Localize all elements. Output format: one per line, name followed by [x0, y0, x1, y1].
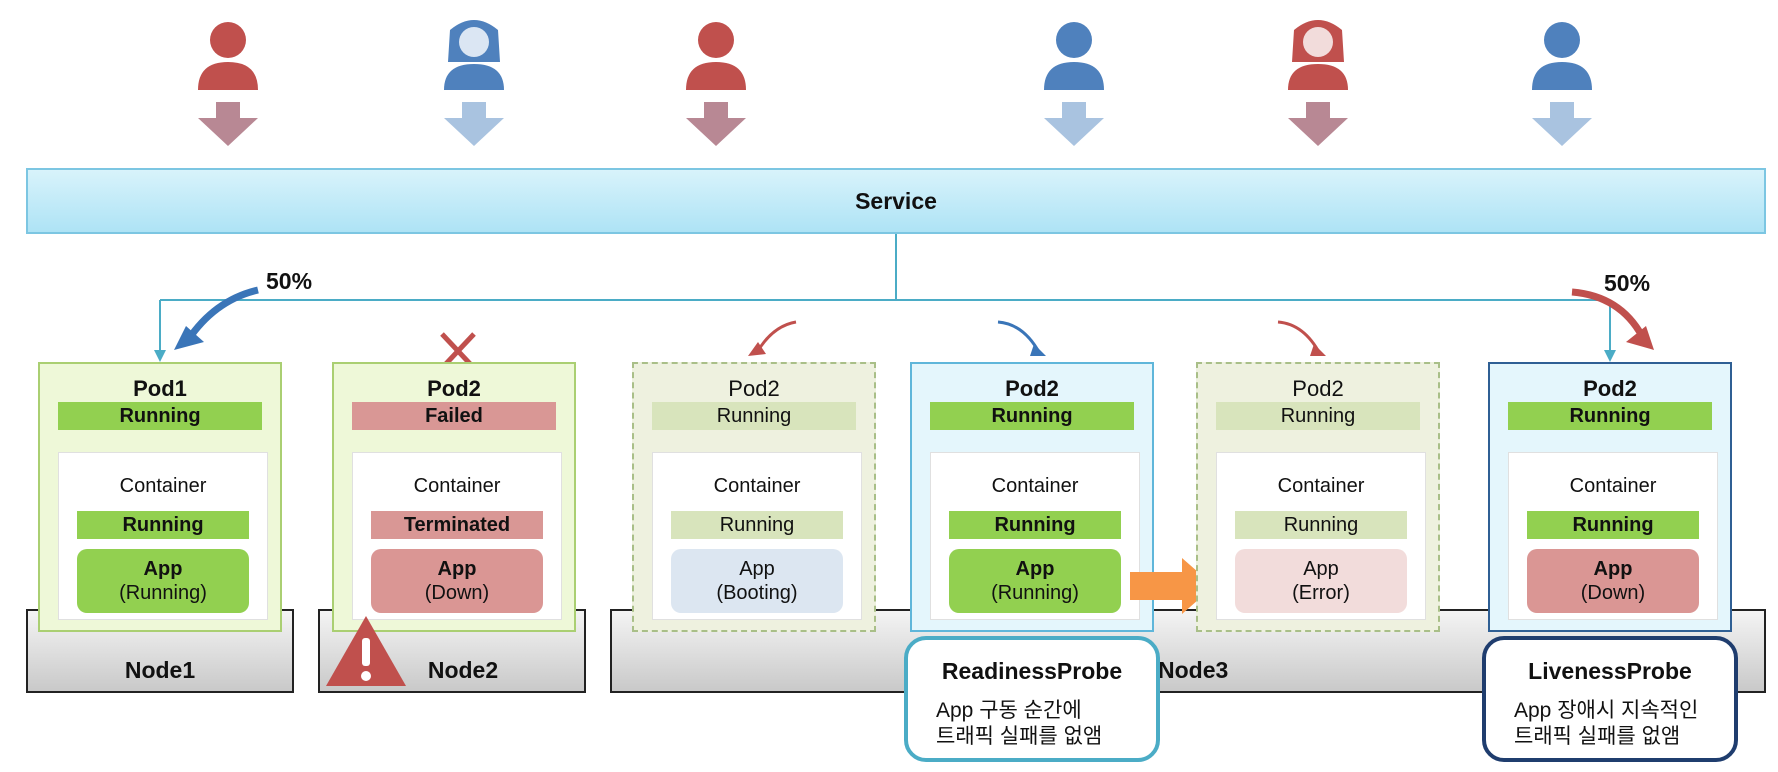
- readiness-line2: 트래픽 실패를 없앰: [936, 725, 1103, 748]
- down-arrow-icon: [198, 102, 258, 146]
- app-state: (Running): [991, 582, 1079, 604]
- pod2-ready-card: Pod2 Running Container Running App (Runn…: [910, 362, 1154, 632]
- container-box: Container Running App (Down): [1508, 452, 1718, 620]
- pod-status: Running: [930, 402, 1134, 430]
- container-label: Container: [713, 475, 801, 497]
- node3-label: Node3: [1158, 656, 1229, 683]
- pod-title: Pod2: [1583, 376, 1637, 401]
- pod-title: Pod2: [427, 376, 481, 401]
- pod2-live-card: Pod2 Running Container Running App (Down…: [1488, 362, 1732, 632]
- user-icon: [686, 22, 746, 90]
- readiness-probe-callout: ReadinessProbe App 구동 순간에 트래픽 실패를 없앰: [904, 636, 1160, 762]
- app-state: (Error): [1292, 582, 1350, 604]
- down-arrow-icon: [1532, 102, 1592, 146]
- container-box: Container Running App (Running): [58, 452, 268, 620]
- app-label: App: [739, 558, 775, 580]
- pod-title: Pod2: [728, 376, 780, 401]
- user-icon: [1044, 22, 1104, 90]
- pod-status: Running: [1508, 402, 1712, 430]
- container-status: Running: [671, 511, 843, 539]
- down-arrow-icon: [1288, 102, 1348, 146]
- app-label: App: [1015, 558, 1055, 580]
- users-layer: [198, 20, 1592, 146]
- warning-icon: [326, 616, 406, 686]
- user-icon: [198, 22, 258, 90]
- split-right-label: 50%: [1604, 270, 1651, 296]
- app-box: App (Running): [949, 549, 1121, 613]
- app-box: App (Booting): [671, 549, 843, 613]
- container-box: Container Running App (Error): [1216, 452, 1426, 620]
- curved-arrow-head: [748, 342, 766, 356]
- curved-arrow-head: [1310, 344, 1326, 356]
- readiness-line1: App 구동 순간에: [936, 699, 1082, 722]
- container-status: Running: [77, 511, 249, 539]
- readiness-desc: App 구동 순간에 트래픽 실패를 없앰: [936, 698, 1146, 750]
- route-arrowhead: [154, 350, 166, 362]
- curved-arrow-head: [1030, 344, 1046, 356]
- pod-title: Pod2: [1005, 376, 1059, 401]
- node2-label: Node2: [427, 656, 499, 683]
- user-icon: [1532, 22, 1592, 90]
- container-box: Container Running App (Booting): [652, 452, 862, 620]
- app-box: App (Down): [371, 549, 543, 613]
- pod2-booting-card: Pod2 Running Container Running App (Boot…: [632, 362, 876, 632]
- liveness-line1: App 장애시 지속적인: [1514, 699, 1699, 722]
- container-label: Container: [119, 475, 207, 497]
- down-arrow-icon: [1044, 102, 1104, 146]
- app-state: (Down): [424, 582, 490, 604]
- pod-title: Pod2: [1292, 376, 1344, 401]
- liveness-title: LivenessProbe: [1528, 658, 1692, 684]
- curved-arrow-head: [1626, 326, 1654, 350]
- container-label: Container: [1277, 475, 1365, 497]
- container-status: Terminated: [371, 511, 543, 539]
- service-bar: Service: [26, 168, 1766, 234]
- routing-layer: [154, 234, 1654, 370]
- orange-arrow-icon: [1130, 558, 1214, 614]
- app-state: (Running): [119, 582, 207, 604]
- pod2-error-card: Pod2 Running Container Running App (Erro…: [1196, 362, 1440, 632]
- node1-label: Node1: [124, 656, 196, 683]
- pod-status: Failed: [352, 402, 556, 430]
- app-label: App: [1303, 558, 1339, 580]
- pod-status: Running: [58, 402, 262, 430]
- readiness-title: ReadinessProbe: [941, 658, 1123, 684]
- container-label: Container: [991, 475, 1079, 497]
- user-female-icon: [1288, 20, 1348, 90]
- app-state: (Booting): [716, 582, 798, 604]
- split-left-label: 50%: [266, 268, 313, 294]
- container-status: Running: [1527, 511, 1699, 539]
- liveness-desc: App 장애시 지속적인 트래픽 실패를 없앰: [1514, 698, 1724, 750]
- container-box: Container Running App (Running): [930, 452, 1140, 620]
- app-label: App: [1593, 558, 1633, 580]
- liveness-probe-callout: LivenessProbe App 장애시 지속적인 트래픽 실패를 없앰: [1482, 636, 1738, 762]
- container-box: Container Terminated App (Down): [352, 452, 562, 620]
- pod-status: Running: [652, 402, 856, 430]
- curved-arrow-icon: [1571, 288, 1646, 338]
- pod2-failed-card: Pod2 Failed Container Terminated App (Do…: [332, 362, 576, 632]
- curved-arrow-head: [174, 326, 204, 350]
- pod1-card: Pod1 Running Container Running App (Runn…: [38, 362, 282, 632]
- app-label: App: [143, 558, 183, 580]
- container-label: Container: [1569, 475, 1657, 497]
- app-box: App (Running): [77, 549, 249, 613]
- down-arrow-icon: [686, 102, 746, 146]
- pod-title: Pod1: [133, 376, 187, 401]
- app-state: (Down): [1580, 582, 1646, 604]
- service-label: Service: [855, 187, 937, 214]
- down-arrow-icon: [444, 102, 504, 146]
- app-label: App: [437, 558, 477, 580]
- user-female-icon: [444, 20, 504, 90]
- container-status: Running: [949, 511, 1121, 539]
- liveness-line2: 트래픽 실패를 없앰: [1514, 725, 1681, 748]
- pod-status: Running: [1216, 402, 1420, 430]
- app-box: App (Down): [1527, 549, 1699, 613]
- app-box: App (Error): [1235, 549, 1407, 613]
- container-label: Container: [413, 475, 501, 497]
- route-arrowhead: [1604, 350, 1616, 362]
- container-status: Running: [1235, 511, 1407, 539]
- curved-arrow-icon: [185, 286, 259, 342]
